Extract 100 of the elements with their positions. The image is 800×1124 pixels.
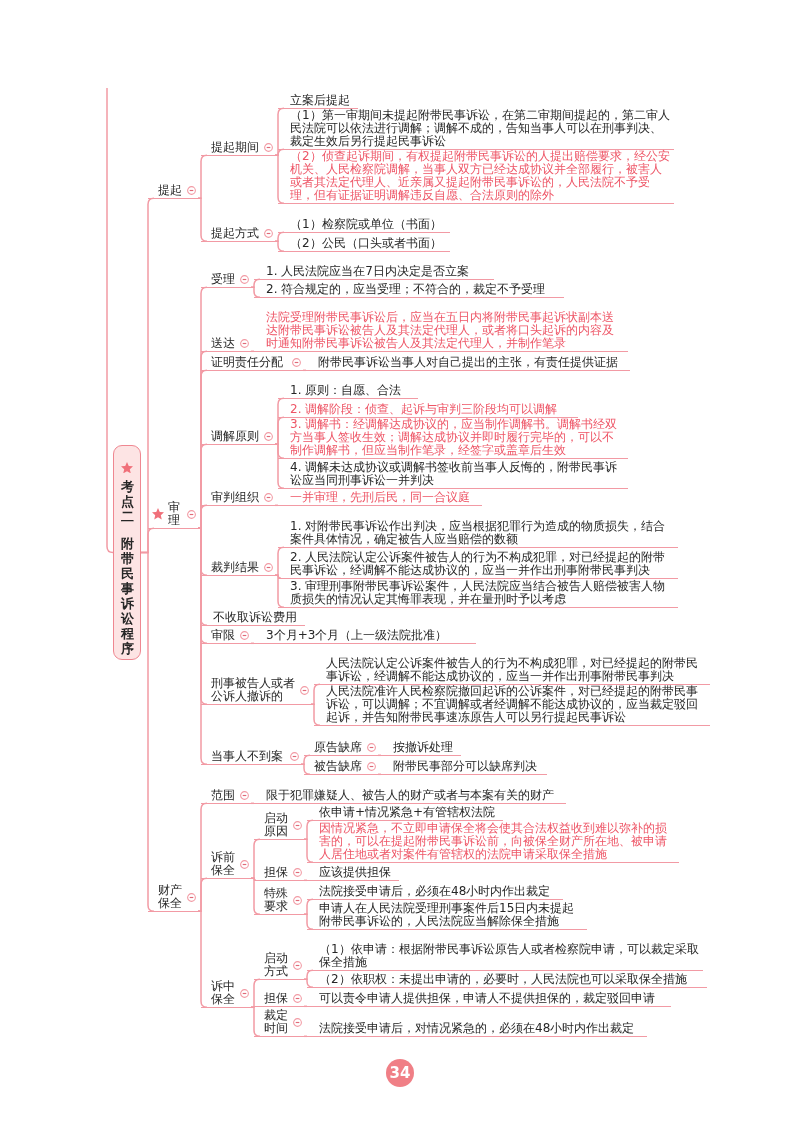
node-text: 法院受理附带民事诉讼后，应当在五日内将附带民事起诉状副本送达附带民事诉讼被告人及其法定代理人，或者将口头起诉的内容及时通知附带民事诉讼被告人及其法定代理人，并制作笔录 [266,311,615,350]
topic-node [201,789,251,804]
node-text: 启动原因 [264,812,289,838]
node-text: 担保 [264,992,289,1005]
node-text: 审理 [168,501,181,527]
node-text: 受理 [211,273,236,286]
node-text: 按撤诉处理 [393,741,454,754]
topic-node [201,851,251,879]
branch-line [377,773,382,776]
node-text: 裁定时间 [264,1009,289,1035]
node-text: 法院接受申请后，对情况紧急的，必须在48小时内作出裁定 [319,1022,636,1035]
topic-node [278,491,482,506]
branch-line [250,642,255,645]
node-text: 提起方式 [211,227,260,240]
topic-node [201,629,251,644]
node-text: 诉前保全 [211,851,236,877]
topic-node [201,491,275,506]
topic-node [278,237,450,252]
topic-node [306,356,630,371]
branch-line [197,910,208,1009]
topic-node [201,561,275,576]
node-text: （2）公民（口头或者书面） [290,237,443,250]
topic-node [254,952,304,980]
topic-node [278,403,578,418]
node-text: 附带民事部分可以缺席判决 [393,760,538,773]
branch-line [197,504,208,530]
branch-line [303,913,314,931]
branch-line [250,350,255,353]
node-text: 诉中保全 [211,980,236,1006]
topic-node [381,741,461,756]
topic-node [148,184,198,199]
topic-node [254,812,304,840]
node-text: 裁判结果 [211,561,260,574]
node-text: 送达 [211,337,236,350]
topic-node [254,992,304,1007]
page-number: 34 [386,1059,414,1087]
node-text: （1）第一审期间未提起附带民事诉讼，在第二审期间提起的，第二审人民法院可以依法进行调解；调解不成的，告知当事人可以在刑事判决、裁定生效后另行提起民事诉讼 [290,109,670,148]
branch-line [197,197,208,243]
node-text: 1. 原则：自愿、合法 [290,384,403,397]
topic-node [278,94,358,109]
branch-line [310,703,321,727]
node-text: 应该提供担保 [319,866,392,879]
node-text: 特殊要求 [264,887,289,913]
node-text: 法院接受申请后，必须在48小时内作出裁定 [319,885,552,898]
node-text: 因情况紧急，不立即申请保全将会使其合法权益收到难以弥补的损害的，可以在提起附带民事诉讼前，向被保全财产所在地、被申请人居住地或者对案件有管辖权的法院申请采取保全措施 [319,822,668,861]
node-text: 限于犯罪嫌疑人、被告人的财产或者与本案有关的财产 [266,789,555,802]
node-text: 一并审理，先刑后民，同一合议庭 [290,491,471,504]
node-text: 4. 调解未达成协议或调解书签收前当事人反悔的，附带民事诉讼应当同刑事诉讼一并判决 [290,461,619,487]
topic-node [254,1009,304,1037]
node-text: （2）侦查起诉期间，有权提起附带民事诉讼的人提出赔偿要求，经公安机关、人民检察院调解，当事人双方已经达成协议并全部履行，被害人或者其法定代理人、近亲属又提起附带民事诉讼的，人民法院不予受理，但有证据证明调解违反自愿、合法原则的除外 [290,150,670,202]
node-text: 2. 调解阶段：侦查、起诉与审判三阶段均可以调解 [290,403,559,416]
topic-node [201,611,305,626]
topic-node [201,141,275,156]
node-text: 提起期间 [211,141,260,154]
node-text: 依申请+情况紧急+有管辖权法院 [319,806,497,819]
node-text: 考点二 [120,479,134,525]
branch-line [274,574,285,609]
topic-node [307,992,671,1007]
topic-node [254,866,304,881]
node-text: 审限 [211,629,236,642]
branch-line [250,1006,261,1038]
topic-node [304,741,378,756]
node-text: 启动方式 [264,952,289,978]
node-text: 范围 [211,789,236,802]
branch-line [303,978,314,989]
branch-line [274,504,279,507]
branch-line [106,87,114,554]
topic-node [201,273,251,288]
topic-node [201,227,275,242]
node-text: 立案后提起 [290,94,351,107]
node-text: 3. 调解书：经调解达成协议的，应当制作调解书。调解书经双方当事人签收生效；调解达成协议并即时履行完毕的，可以不制作调解书，但应当制作笔录，经签字或盖章后生效 [290,418,619,457]
node-text: 2. 人民法院认定公诉案件被告人的行为不构成犯罪，对已经提起的附带民事诉讼，经调解不能达成协议的，应当一并作出刑事附带民事判决 [290,551,667,577]
branch-line [303,838,314,864]
branch-line [300,763,311,776]
topic-node [307,866,399,881]
topic-node [254,283,564,298]
node-text: 可以责令申请人提供担保，申请人不提供担保的，裁定驳回申请 [319,992,656,1005]
node-text: 被告缺席 [314,760,363,773]
topic-node [201,356,303,371]
branch-line [303,1035,308,1038]
branch-line [303,1005,308,1008]
branch-line [140,551,155,913]
node-text: （1）依申请：根据附带民事诉讼原告人或者检察院申请，可以裁定采取保全措施 [319,943,699,969]
node-text: 原告缺席 [314,741,363,754]
node-text: 2. 符合规定的，应当受理；不符合的，裁定不予受理 [266,283,547,296]
node-text: 提起 [158,184,183,197]
node-text: （1）检察院或单位（书面） [290,218,443,231]
topic-node [254,629,476,644]
node-text: 附带民事诉讼程序 [120,536,134,657]
topic-node [381,760,547,775]
branch-line [250,877,261,916]
topic-node [307,1022,647,1037]
topic-node [254,265,494,280]
node-text: 审判组织 [211,491,260,504]
topic-node [254,789,566,804]
topic-node [307,973,707,988]
topic-node [148,884,198,912]
branch-line [197,527,208,766]
node-text: 3. 审理刑事附带民事诉讼案件，人民法院应当结合被告人赔偿被害人物质损失的情况认定其悔罪表现，并在量刑时予以考虑 [290,580,667,606]
topic-node [304,760,378,775]
